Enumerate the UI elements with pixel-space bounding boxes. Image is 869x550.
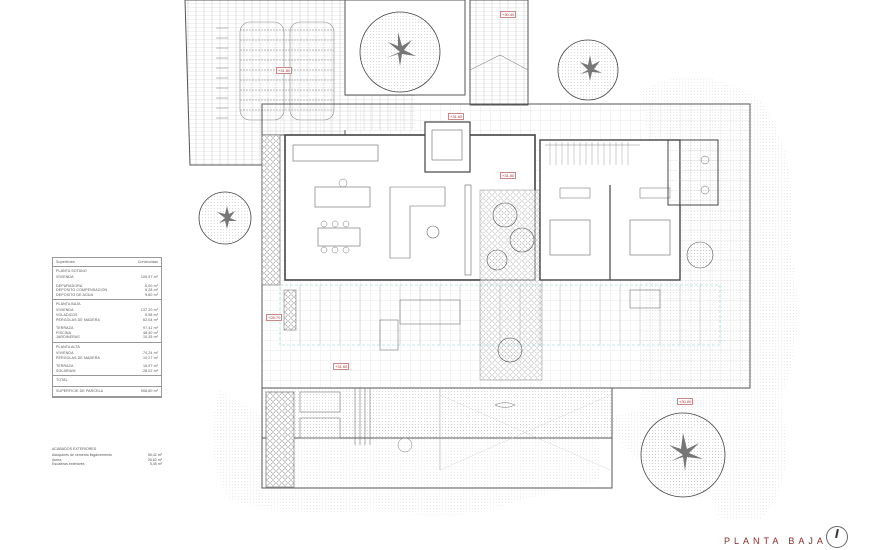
notes-row-label: Escaleras exteriores: [52, 462, 85, 467]
legend-row-label: JARDINERAS: [56, 335, 80, 340]
legend-row-value: 16,97 m²: [143, 364, 158, 369]
legend-row-value: 9,60 m²: [145, 292, 158, 297]
legend-body: PLANTA SOTANO VIVIENDA 105,97 m² DEPURADORA…: [53, 267, 161, 397]
legend-row: TERRAZA 97,41 m²: [56, 326, 158, 331]
legend-row-label: VOLADIZOS: [56, 312, 78, 317]
legend-section-title: PLANTA ALTA: [56, 344, 80, 349]
north-arrow-needle: [835, 528, 839, 539]
legend-row-label: DEPOSITO DE AGUA: [56, 292, 94, 297]
legend-row-value: 6,28 m²: [145, 288, 158, 293]
legend-row: SUPERFICIE DE PARCELA 908,80 m²: [56, 389, 158, 394]
legend-row-label: DEPURADORA: [56, 283, 83, 288]
legend-row-label: DEPOSITO COMPENSACION: [56, 288, 108, 293]
legend-row-label: VIVIENDA: [56, 350, 74, 355]
level-mark: +31.60: [500, 172, 517, 179]
notes-row-label: Adoquines de cemento lisga/cemento: [52, 453, 112, 457]
level-mark: +28.70: [266, 314, 283, 321]
legend-row: DEPOSITO COMPENSACION 6,28 m²: [56, 288, 158, 293]
legend-header-col2: Construidas: [137, 260, 158, 264]
legend-row-value: 28,02 m²: [143, 368, 158, 373]
legend-row-label: VIVIENDA: [56, 308, 74, 313]
legend-header-col1: Superficies: [56, 260, 75, 264]
drawing-title: PLANTA BAJA: [724, 536, 827, 546]
legend-row-label: PISCINA: [56, 330, 72, 335]
legend-row-label: PERGOLAS DE MADERA: [56, 355, 100, 360]
legend-row-label: TERRAZA: [56, 364, 74, 369]
notes-row: Adoquines de cemento lisga/cemento 55,42 …: [52, 453, 162, 458]
legend-row-value: 97,41 m²: [143, 326, 158, 331]
legend-row-value: 48,40 m²: [143, 330, 158, 335]
legend-row-label: TERRAZA: [56, 326, 74, 331]
legend-row: PISCINA 48,40 m²: [56, 331, 158, 336]
notes-row: Acera 26,62 m²: [52, 458, 162, 463]
legend-row: PERGOLAS DE MADERA 62,04 m²: [56, 318, 158, 323]
level-mark: +31.60: [276, 67, 293, 74]
notes-row-value: 55,42 m²: [147, 453, 162, 457]
legend-row: PERGOLAS DE MADERA 10,27 m²: [56, 356, 158, 361]
level-mark: +30.00: [677, 398, 694, 405]
legend-section: TOTAL: [53, 376, 161, 388]
legend-row-value: 10,35 m²: [143, 335, 158, 340]
legend-row: TERRAZA 16,97 m²: [56, 364, 158, 369]
legend-row: VIVIENDA 105,97 m²: [56, 275, 158, 280]
legend-row-label: SUPERFICIE DE PARCELA: [56, 389, 104, 394]
legend-row-value: 62,04 m²: [143, 317, 158, 322]
notes-row-value: 26,62 m²: [147, 457, 162, 462]
legend-section-title: PLANTA BAJA: [56, 302, 81, 307]
notes-row: Escaleras exteriores 5,45 m²: [52, 462, 162, 467]
legend-row-value: 908,80 m²: [140, 389, 158, 394]
legend-row-value: 137,20 m²: [140, 308, 158, 313]
notes-row-value: 5,45 m²: [149, 462, 162, 467]
legend-row-value: 6,00 m²: [145, 283, 158, 288]
legend-row: VIVIENDA 137,20 m²: [56, 308, 158, 313]
legend-row: SOLARIUM 28,02 m²: [56, 369, 158, 374]
notes-row-label: Acera: [52, 457, 62, 462]
notes-title: ACABADOS EXTERIORES: [52, 447, 97, 451]
legend-row-label: VIVIENDA: [56, 275, 74, 279]
north-arrow-icon: [826, 526, 848, 548]
legend-row-value: 5,98 m²: [145, 312, 158, 317]
notes-body: Adoquines de cemento lisga/cemento 55,42 …: [52, 453, 162, 467]
legend-row: DEPURADORA 6,00 m²: [56, 284, 158, 289]
legend-row-value: 70,24 m²: [143, 350, 158, 355]
areas-legend-table: Superficies Construidas PLANTA SOTANO VIV…: [52, 257, 162, 398]
legend-row-value: 105,97 m²: [140, 275, 158, 279]
legend-row-value: 10,27 m²: [143, 355, 158, 360]
legend-section-title: TOTAL: [56, 378, 68, 383]
legend-row: JARDINERAS 10,35 m²: [56, 335, 158, 340]
legend-section-title: PLANTA SOTANO: [56, 269, 87, 273]
legend-section: SUPERFICIE DE PARCELA 908,80 m²: [53, 387, 161, 397]
legend-section: PLANTA SOTANO VIVIENDA 105,97 m² DEPURADORA…: [53, 267, 161, 301]
legend-row: VIVIENDA 70,24 m²: [56, 351, 158, 356]
legend-row: VOLADIZOS 5,98 m²: [56, 313, 158, 318]
level-mark: +31.60: [448, 113, 465, 120]
level-mark: +31.60: [333, 363, 350, 370]
legend-row-label: PERGOLAS DE MADERA: [56, 317, 100, 322]
level-mark: +30.40: [500, 11, 517, 18]
legend-header: Superficies Construidas: [53, 258, 161, 267]
legend-row-label: SOLARIUM: [56, 368, 76, 373]
legend-row: DEPOSITO DE AGUA 9,60 m²: [56, 293, 158, 298]
exterior-finishes-notes: ACABADOS EXTERIORES Adoquines de cemento…: [52, 447, 162, 467]
